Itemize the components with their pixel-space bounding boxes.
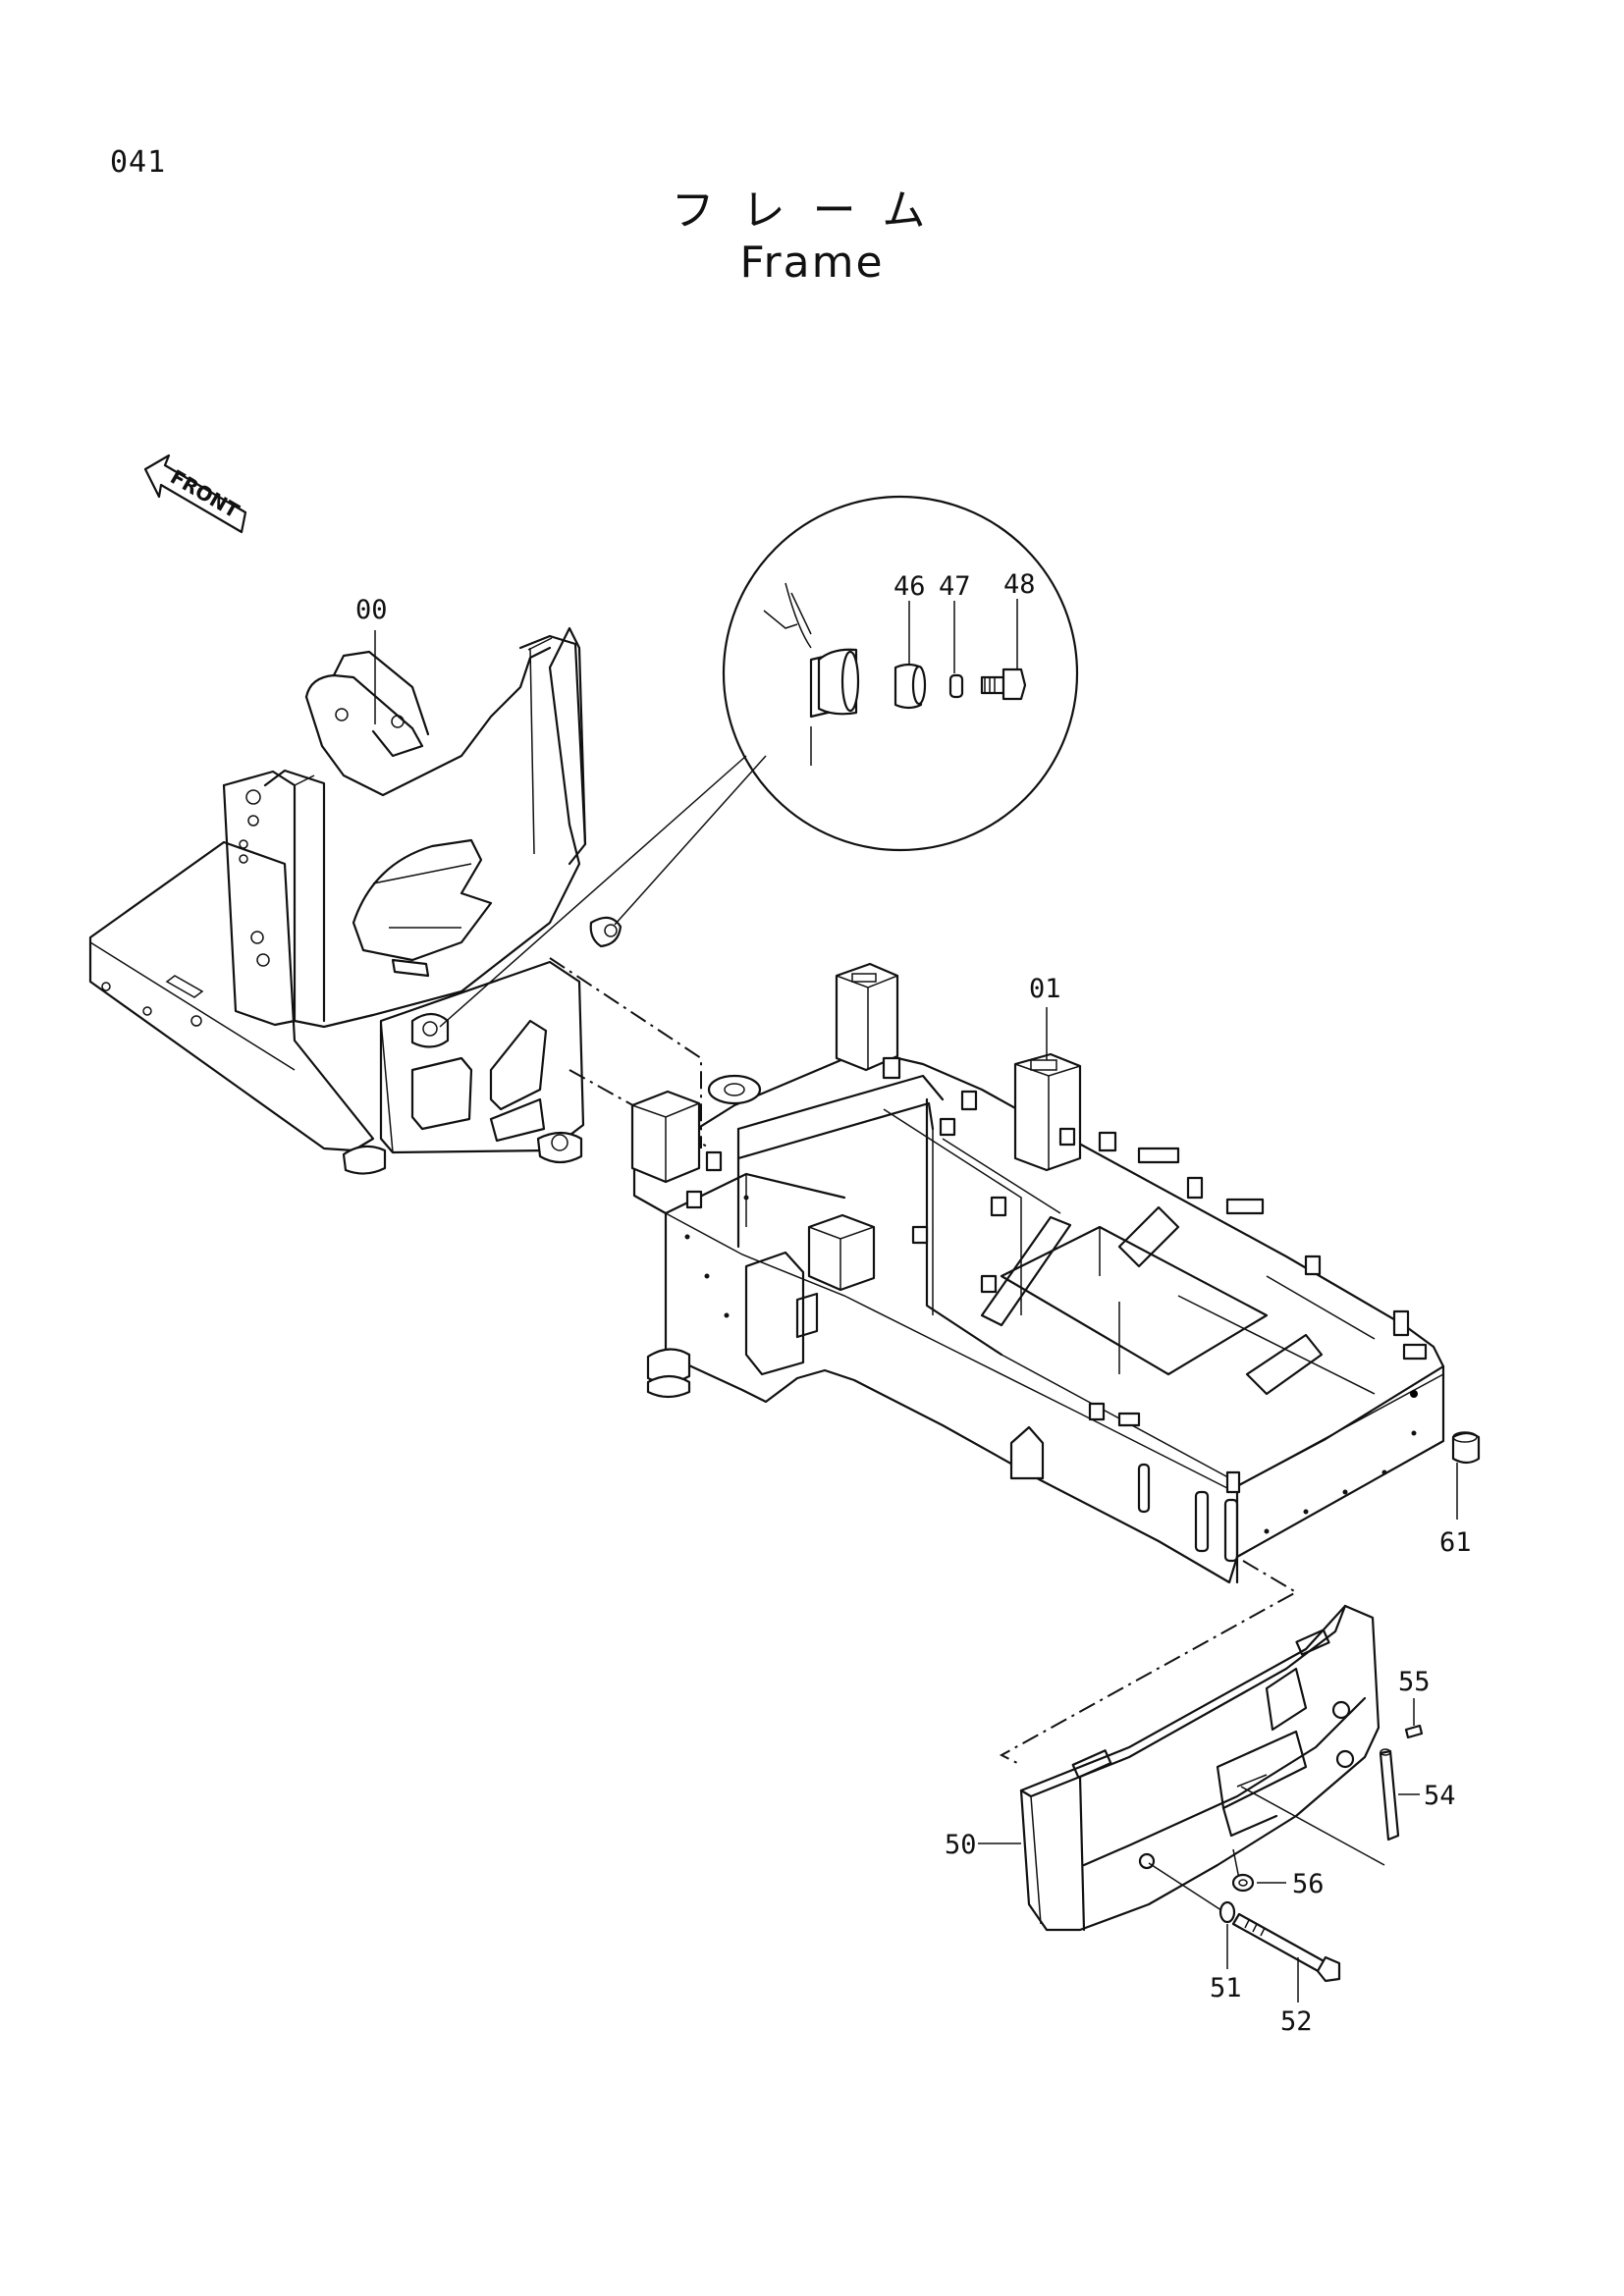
title-english: Frame [739, 238, 885, 288]
washer-part-56 [1231, 1873, 1286, 1893]
callout-46: 46 [893, 571, 926, 602]
callout-01: 01 [1029, 974, 1061, 1004]
title-japanese: フレーム [671, 186, 953, 236]
revolving-frame-part [549, 957, 1445, 1764]
page-number: 041 [110, 145, 167, 180]
detail-view-circle [439, 495, 1079, 1028]
callout-00: 00 [355, 595, 388, 625]
callout-47: 47 [939, 571, 971, 602]
washer-part-51 [1218, 1900, 1236, 1969]
callout-51: 51 [1210, 1973, 1242, 2003]
callout-48: 48 [1003, 569, 1036, 600]
callout-56: 56 [1292, 1869, 1325, 1899]
callout-61: 61 [1439, 1527, 1472, 1558]
swing-bracket-part [88, 626, 623, 1175]
counterweight-part [1019, 1604, 1385, 1932]
part-61-plug [1451, 1431, 1481, 1520]
callout-50: 50 [945, 1830, 977, 1860]
front-arrow-icon: FRONT [143, 454, 247, 534]
bolt-part-52 [1231, 1912, 1341, 2002]
pin-part-55 [1404, 1698, 1424, 1739]
callout-54: 54 [1424, 1781, 1456, 1811]
pin-part-54 [1379, 1748, 1420, 1842]
callout-55: 55 [1398, 1667, 1431, 1697]
callout-52: 52 [1280, 2006, 1313, 2037]
